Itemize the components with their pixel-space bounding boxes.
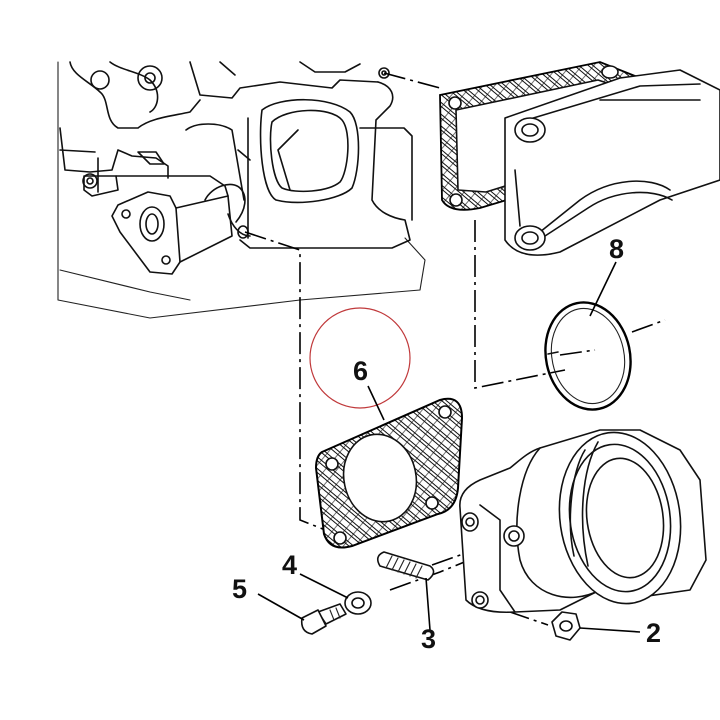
callout-6: 6 [353,356,368,386]
washer-part-4 [344,591,372,615]
callout-3: 3 [421,624,436,654]
engine-block [57,61,426,319]
callout-8: 8 [609,234,624,264]
highlight-circle [309,307,411,409]
o-ring-part-8 [544,301,632,411]
manifold-cover [504,65,720,256]
stud-part-3 [376,551,435,581]
leader-lines [257,261,641,633]
callout-4: 4 [282,550,297,580]
nut-part-2 [551,611,581,641]
flange-gasket-part-6 [314,397,464,549]
bolt-part-5 [300,603,347,635]
intake-elbow [459,429,707,614]
callout-2: 2 [646,618,661,648]
callout-5: 5 [232,574,247,604]
